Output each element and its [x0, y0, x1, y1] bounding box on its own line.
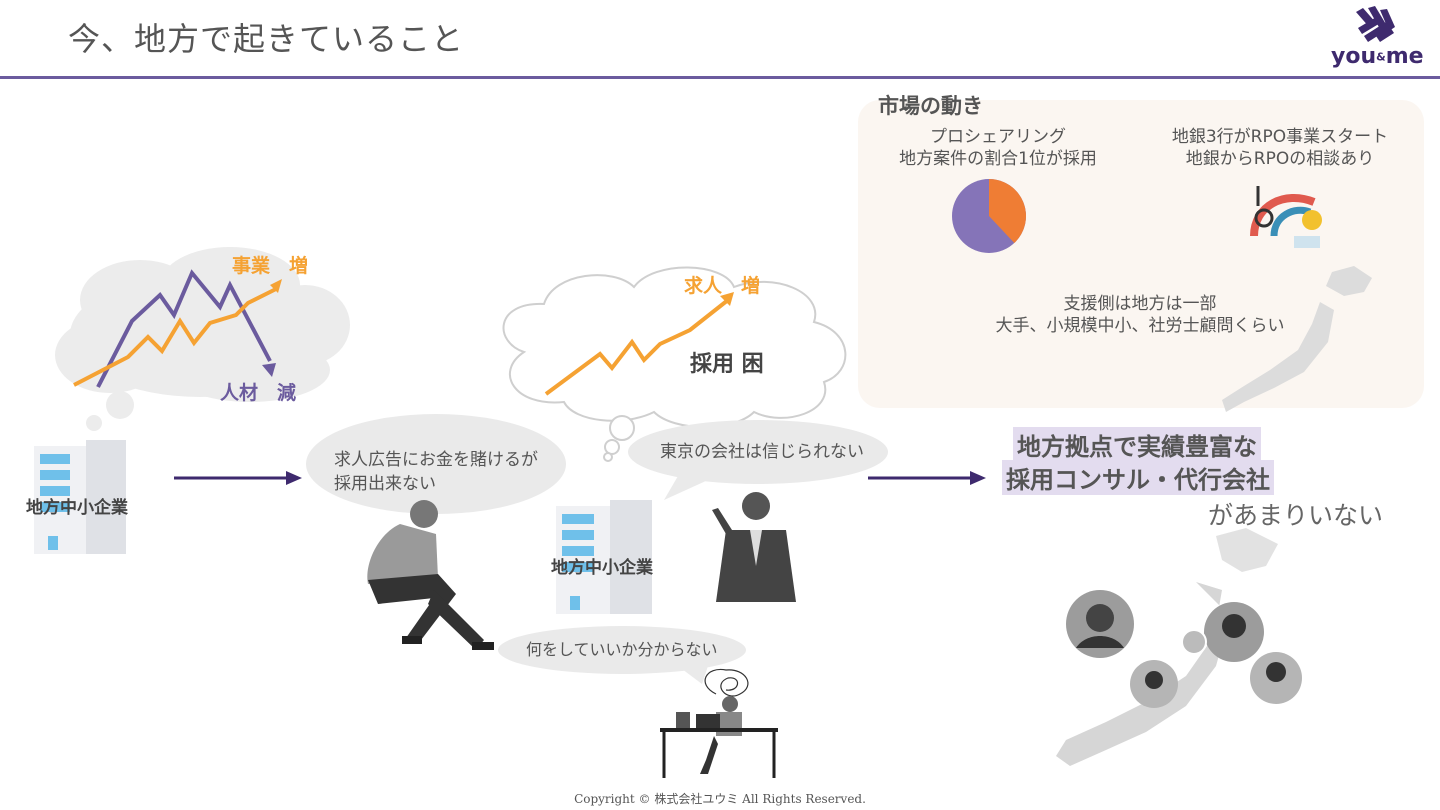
job-growth-chart — [544, 292, 734, 396]
conclusion-tail: があまりいない — [1208, 501, 1384, 530]
logo-text-amp: & — [1376, 50, 1386, 64]
building-icon-middle — [556, 500, 652, 614]
arrow-right-icon-2 — [868, 471, 986, 485]
building-label-middle: 地方中小企業 — [551, 558, 653, 578]
support-line2: 大手、小規模中小、社労士顧問くらい — [995, 316, 1285, 336]
bubble-ads-line2: 採用出来ない — [334, 474, 436, 494]
talent-decline-line — [96, 269, 272, 388]
building-icon-left — [34, 440, 126, 554]
japan-map-faint — [1222, 266, 1372, 412]
logo-wordmark: you&me — [1331, 44, 1424, 69]
label-talent-decrease: 人材 減 — [220, 382, 297, 404]
copyright: Copyright © 株式会社ユウミ All Rights Reserved. — [574, 792, 866, 806]
bank-line1: 地銀3行がRPO事業スタート — [1171, 127, 1389, 147]
speech-bubble-unknown — [498, 626, 746, 684]
speech-bubble-tokyo — [628, 420, 888, 500]
page-title: 今、地方で起きていること — [68, 20, 465, 58]
support-text: 支援側は地方は一部 大手、小規模中小、社労士顧問くらい — [982, 293, 1298, 337]
bubble-text-tokyo: 東京の会社は信じられない — [660, 442, 864, 462]
proshare-text: プロシェアリング 地方案件の割合1位が採用 — [888, 126, 1108, 170]
conclusion-highlight-line2: 採用コンサル・代行会社 — [1002, 460, 1274, 495]
market-panel — [858, 100, 1424, 408]
conclusion-highlight-line1: 地方拠点で実績豊富な — [1013, 427, 1261, 462]
title-divider — [0, 76, 1440, 79]
bubble-text-unknown: 何をしていいか分からない — [526, 640, 718, 659]
company-logo — [1356, 6, 1395, 42]
business-growth-line — [73, 287, 277, 387]
pie-slice-recruit — [989, 179, 1026, 243]
bank-rpo-text: 地銀3行がRPO事業スタート 地銀からRPOの相談あり — [1160, 126, 1400, 170]
rpo-team-illustration — [1250, 186, 1322, 248]
bubble-ads-line1: 求人広告にお金を賭けるが — [334, 450, 538, 470]
stressed-worker-illustration — [660, 668, 778, 778]
recruit-share-pie-chart — [952, 179, 1026, 253]
worried-man-illustration — [367, 500, 494, 650]
proshare-line2: 地方案件の割合1位が採用 — [899, 149, 1097, 169]
label-business-increase: 事業 増 — [232, 255, 309, 277]
label-recruit-difficulty: 採用 困 — [690, 352, 764, 377]
business-vs-talent-chart — [73, 269, 282, 388]
bank-line2: 地銀からRPOの相談あり — [1185, 149, 1375, 169]
support-line1: 支援側は地方は一部 — [1063, 294, 1217, 314]
job-growth-line — [544, 298, 730, 396]
japan-map-consultants — [1056, 528, 1302, 766]
market-heading: 市場の動き — [878, 94, 983, 118]
label-jobs-increase: 求人 増 — [684, 275, 761, 297]
logo-text-you: you — [1331, 44, 1377, 69]
building-label-left: 地方中小企業 — [26, 498, 128, 518]
skeptical-man-illustration — [712, 492, 796, 602]
logo-text-me: me — [1385, 44, 1424, 69]
proshare-line1: プロシェアリング — [930, 127, 1066, 147]
thought-cloud-middle — [502, 266, 847, 462]
bubble-text-ads: 求人広告にお金を賭けるが 採用出来ない — [334, 448, 538, 496]
arrow-right-icon — [174, 471, 302, 485]
